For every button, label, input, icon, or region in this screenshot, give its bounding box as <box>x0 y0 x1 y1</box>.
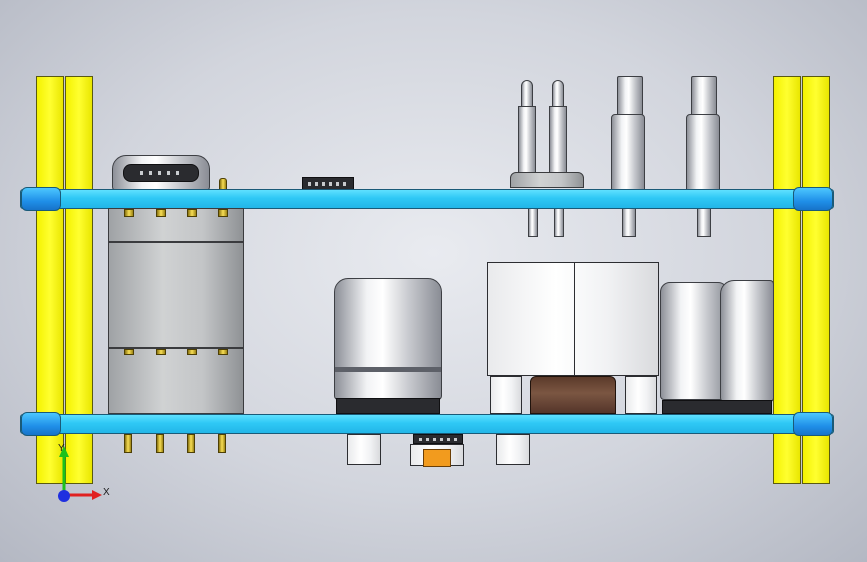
test-pin-2-head <box>691 76 717 116</box>
capacitor-base <box>336 398 440 414</box>
pcb-bottom-board[interactable] <box>20 412 834 436</box>
pogo-pin-holder <box>510 172 584 188</box>
axis-y-arrow <box>59 446 69 457</box>
pogo-pin-2-tip <box>552 80 564 108</box>
smd-inductor[interactable] <box>530 376 616 414</box>
axis-x-label: X <box>103 487 110 498</box>
capacitor-right-1[interactable] <box>660 282 728 400</box>
electrolytic-capacitor[interactable] <box>334 278 442 400</box>
header-lead <box>218 434 226 453</box>
header-middle-housing <box>108 242 244 348</box>
pcb-bottom-left-band <box>21 412 61 436</box>
pcb-top-left-band <box>21 187 61 211</box>
test-pin-1-head <box>617 76 643 116</box>
header-pin <box>218 349 228 355</box>
bottom-switch-body[interactable] <box>410 444 464 467</box>
capacitor-right-base <box>662 400 772 414</box>
axis-triad <box>58 446 102 502</box>
micro-usb-connector[interactable] <box>112 155 210 191</box>
axis-z-dot <box>58 490 70 502</box>
header-lower-housing <box>108 348 244 414</box>
bottom-smd-connector[interactable] <box>413 434 463 444</box>
header-pin <box>156 349 166 355</box>
header-pin <box>187 209 197 217</box>
bottom-component-right[interactable] <box>496 434 530 465</box>
header-pin <box>156 209 166 217</box>
transformer-leg-right <box>625 376 657 414</box>
axis-y-label: Y <box>58 443 65 454</box>
axis-x-arrow <box>92 490 102 500</box>
header-lead <box>156 434 164 453</box>
pcb-top-right-band <box>793 187 833 211</box>
transformer-leg-left <box>490 376 522 414</box>
bottom-component-left[interactable] <box>347 434 381 465</box>
test-pin-1-lead <box>622 208 636 237</box>
header-top-block <box>108 208 244 242</box>
test-pin-2-body <box>686 114 720 190</box>
bottom-switch-actuator <box>423 449 451 467</box>
smd-connector-pins <box>308 182 350 186</box>
header-pin <box>124 209 134 217</box>
pcb-top-board[interactable] <box>20 187 834 211</box>
header-lead <box>187 434 195 453</box>
pogo-pin-1-lead <box>528 208 538 237</box>
pogo-pin-2-lead <box>554 208 564 237</box>
capacitor-groove <box>335 367 441 372</box>
bottom-connector-pins <box>419 438 459 441</box>
transformer-block[interactable] <box>487 262 659 376</box>
header-lead <box>124 434 132 453</box>
transformer-split <box>574 263 575 375</box>
capacitor-right-2[interactable] <box>720 280 774 402</box>
pogo-pin-1-tip <box>521 80 533 108</box>
test-pin-1-body <box>611 114 645 190</box>
usb-contacts <box>140 171 184 175</box>
pcb-bottom-right-band <box>793 412 833 436</box>
header-pin <box>124 349 134 355</box>
header-pin <box>187 349 197 355</box>
usb-port-opening <box>123 164 199 182</box>
test-pin-2-lead <box>697 208 711 237</box>
header-pin <box>218 209 228 217</box>
pin-header-connector[interactable] <box>108 208 244 414</box>
